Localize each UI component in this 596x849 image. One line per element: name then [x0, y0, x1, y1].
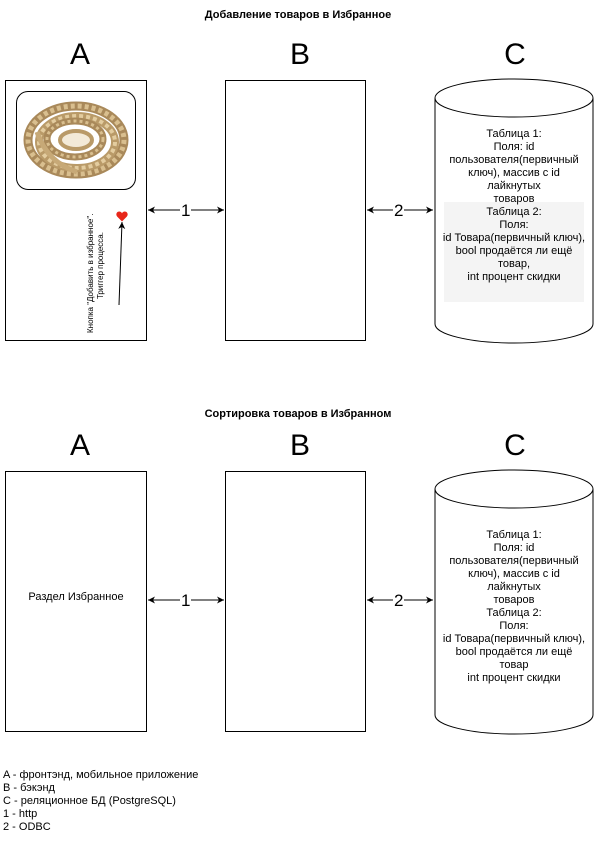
- heart-pointer-arrow: [118, 221, 126, 306]
- db-line: id Товара(первичный ключ),: [442, 232, 586, 244]
- db-line: пользователя(первичный: [449, 555, 579, 567]
- db-line: id Товара(первичный ключ),: [442, 633, 586, 645]
- db-line: int процент скидки: [467, 672, 561, 684]
- legend-item: B - бэкэнд: [3, 782, 55, 794]
- legend-item: 2 - ODBC: [3, 821, 51, 833]
- db-line: Таблица 2:: [486, 607, 542, 619]
- diagram1-label-c: C: [504, 38, 526, 71]
- diagram2-box-b: [225, 471, 366, 732]
- heart-icon[interactable]: [116, 211, 128, 222]
- db-line: Поля:: [499, 620, 529, 632]
- db-line: Таблица 1:: [486, 529, 542, 541]
- db-line: Таблица 1:: [486, 128, 542, 140]
- diagram1-box-b: [225, 80, 366, 341]
- diagram1-database-text: Таблица 1: Поля: id пользователя(первичн…: [434, 128, 594, 284]
- db-line: Поля:: [499, 219, 529, 231]
- diagram2-label-a: A: [69, 429, 90, 462]
- diagram2-title: Сортировка товаров в Избранном: [204, 408, 392, 420]
- diagram2-connector-1-label: 1: [180, 591, 192, 610]
- legend-item: C - реляционное БД (PostgreSQL): [3, 795, 176, 807]
- diagram1-box-a: Кнопка "Добавить в избранное". Триггер п…: [5, 80, 147, 341]
- diagram2-database-c: [434, 469, 594, 735]
- diagram1-database-c: [434, 78, 594, 344]
- db-line: ключ), массив с id: [468, 167, 560, 179]
- diagram2-connector-2-label: 2: [393, 591, 405, 610]
- db-line: лайкнутых: [487, 581, 541, 593]
- rope-product-image: [23, 101, 129, 179]
- db-line: Поля: id: [493, 542, 535, 554]
- diagram2-label-b: B: [289, 429, 310, 462]
- db-line: пользователя(первичный: [449, 154, 579, 166]
- db-line: товар: [499, 659, 529, 671]
- db-line: bool продаётся ли ещё: [455, 245, 573, 257]
- db-line: bool продаётся ли ещё: [455, 646, 573, 658]
- diagram2-database-text: Таблица 1: Поля: id пользователя(первичн…: [434, 529, 594, 685]
- legend-item: A - фронтэнд, мобильное приложение: [3, 769, 199, 781]
- diagram1-connector-2-label: 2: [393, 201, 405, 220]
- db-line: Таблица 2:: [486, 206, 542, 218]
- diagram1-label-a: A: [69, 38, 90, 71]
- db-line: лайкнутых: [487, 180, 541, 192]
- legend: A - фронтэнд, мобильное приложение B - б…: [3, 769, 198, 834]
- product-image-frame: [16, 91, 136, 190]
- db-line: товаров: [493, 193, 535, 205]
- diagram2-box-a: Раздел Избранное: [5, 471, 147, 732]
- db-line: товаров: [493, 594, 535, 606]
- db-line: int процент скидки: [467, 271, 561, 283]
- db-line: ключ), массив с id: [468, 568, 560, 580]
- db-line: Поля: id: [493, 141, 535, 153]
- diagram1-connector-1-label: 1: [180, 201, 192, 220]
- diagram2-label-c: C: [504, 429, 526, 462]
- favorites-section-label: Раздел Избранное: [28, 591, 124, 603]
- diagram1-label-b: B: [289, 38, 310, 71]
- diagram1-title: Добавление товаров в Избранное: [204, 9, 392, 21]
- legend-item: 1 - http: [3, 808, 38, 820]
- db-line: товар,: [497, 258, 531, 270]
